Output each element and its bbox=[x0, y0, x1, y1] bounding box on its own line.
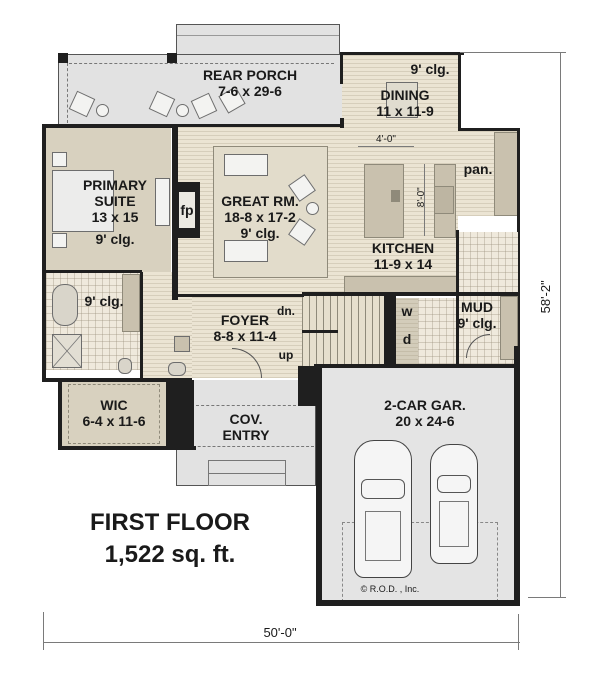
wic-name: WIC bbox=[100, 397, 128, 413]
dryer-label: d bbox=[402, 331, 412, 347]
stairs-up-label: up bbox=[278, 348, 294, 362]
primary-suite-name-line2: SUITE bbox=[94, 193, 136, 209]
shower bbox=[52, 334, 82, 368]
floor-area: 1,522 sq. ft. bbox=[104, 541, 236, 568]
great-room-ceiling: 9' clg. bbox=[240, 225, 280, 241]
bathtub bbox=[52, 284, 78, 326]
dresser bbox=[155, 178, 170, 226]
fireplace-label: fp bbox=[180, 202, 194, 218]
foyer-name: FOYER bbox=[220, 312, 270, 328]
vanity bbox=[122, 274, 140, 332]
hallway bbox=[142, 272, 192, 380]
porch-table bbox=[96, 104, 109, 117]
primary-suite-ceiling: 9' clg. bbox=[95, 231, 135, 247]
width-dimension-label: 50'-0" bbox=[263, 625, 297, 640]
side-table bbox=[306, 202, 319, 215]
powder-sink bbox=[174, 336, 190, 352]
powder-toilet bbox=[168, 362, 186, 376]
walk-in-closet bbox=[62, 380, 166, 448]
foyer-size: 8-8 x 11-4 bbox=[213, 328, 277, 344]
mud-ceiling: 9' clg. bbox=[457, 315, 497, 331]
rear-porch-name: REAR PORCH bbox=[202, 67, 298, 83]
nightstand bbox=[52, 152, 67, 167]
dining-name: DINING bbox=[380, 87, 430, 103]
wic-size: 6-4 x 11-6 bbox=[82, 413, 146, 429]
porch-post bbox=[58, 53, 68, 63]
sink bbox=[391, 190, 400, 202]
entry-step bbox=[208, 460, 286, 486]
floor-title: FIRST FLOOR bbox=[90, 509, 250, 536]
width-dimension-line bbox=[44, 642, 520, 643]
island-width-label: 4'-0" bbox=[376, 134, 396, 145]
island-length-label: 8'-0" bbox=[415, 187, 427, 208]
copyright: © R.O.D. , Inc. bbox=[360, 584, 420, 594]
bed bbox=[52, 170, 114, 232]
fireplace bbox=[176, 182, 200, 238]
laundry-floor bbox=[418, 298, 456, 364]
pantry-label: pan. bbox=[463, 161, 493, 177]
covered-entry-line2: ENTRY bbox=[222, 427, 270, 443]
great-room-size: 18-8 x 17-2 bbox=[224, 209, 296, 225]
stairs-down-label: dn. bbox=[277, 304, 295, 318]
car-sedan-icon bbox=[430, 444, 478, 564]
depth-dimension-label: 58'-2" bbox=[538, 280, 554, 314]
garage-size: 20 x 24-6 bbox=[395, 413, 455, 429]
dining-size: 11 x 11-9 bbox=[376, 103, 434, 119]
kitchen-name: KITCHEN bbox=[371, 240, 435, 256]
car-suv-icon bbox=[354, 440, 412, 578]
covered-entry-line1: COV. bbox=[229, 411, 263, 427]
island-length-line bbox=[424, 164, 425, 236]
primary-suite-name-line1: PRIMARY bbox=[82, 177, 148, 193]
rear-porch-size: 7-6 x 29-6 bbox=[218, 83, 282, 99]
island-width-line bbox=[358, 146, 414, 147]
dining-ceiling: 9' clg. bbox=[410, 61, 450, 77]
primary-bath-ceiling: 9' clg. bbox=[84, 293, 124, 309]
porch-table bbox=[176, 104, 189, 117]
depth-dimension-line bbox=[560, 52, 561, 598]
sofa bbox=[224, 154, 268, 176]
dining-table bbox=[386, 82, 418, 118]
sofa bbox=[224, 240, 268, 262]
covered-entry bbox=[176, 380, 316, 486]
laundry bbox=[396, 298, 418, 364]
primary-suite-size: 13 x 15 bbox=[91, 209, 139, 225]
washer-label: w bbox=[401, 303, 413, 319]
nightstand bbox=[52, 233, 67, 248]
toilet bbox=[118, 358, 132, 374]
porch-post bbox=[167, 53, 177, 63]
mud-name: MUD bbox=[461, 299, 493, 315]
mud-bench bbox=[500, 296, 518, 360]
garage-name: 2-CAR GAR. bbox=[384, 397, 466, 413]
garage bbox=[320, 366, 518, 604]
great-room-name: GREAT RM. bbox=[221, 193, 299, 209]
rear-porch-steps bbox=[176, 24, 340, 56]
range-icon bbox=[434, 186, 454, 214]
kitchen-size: 11-9 x 14 bbox=[373, 256, 433, 272]
